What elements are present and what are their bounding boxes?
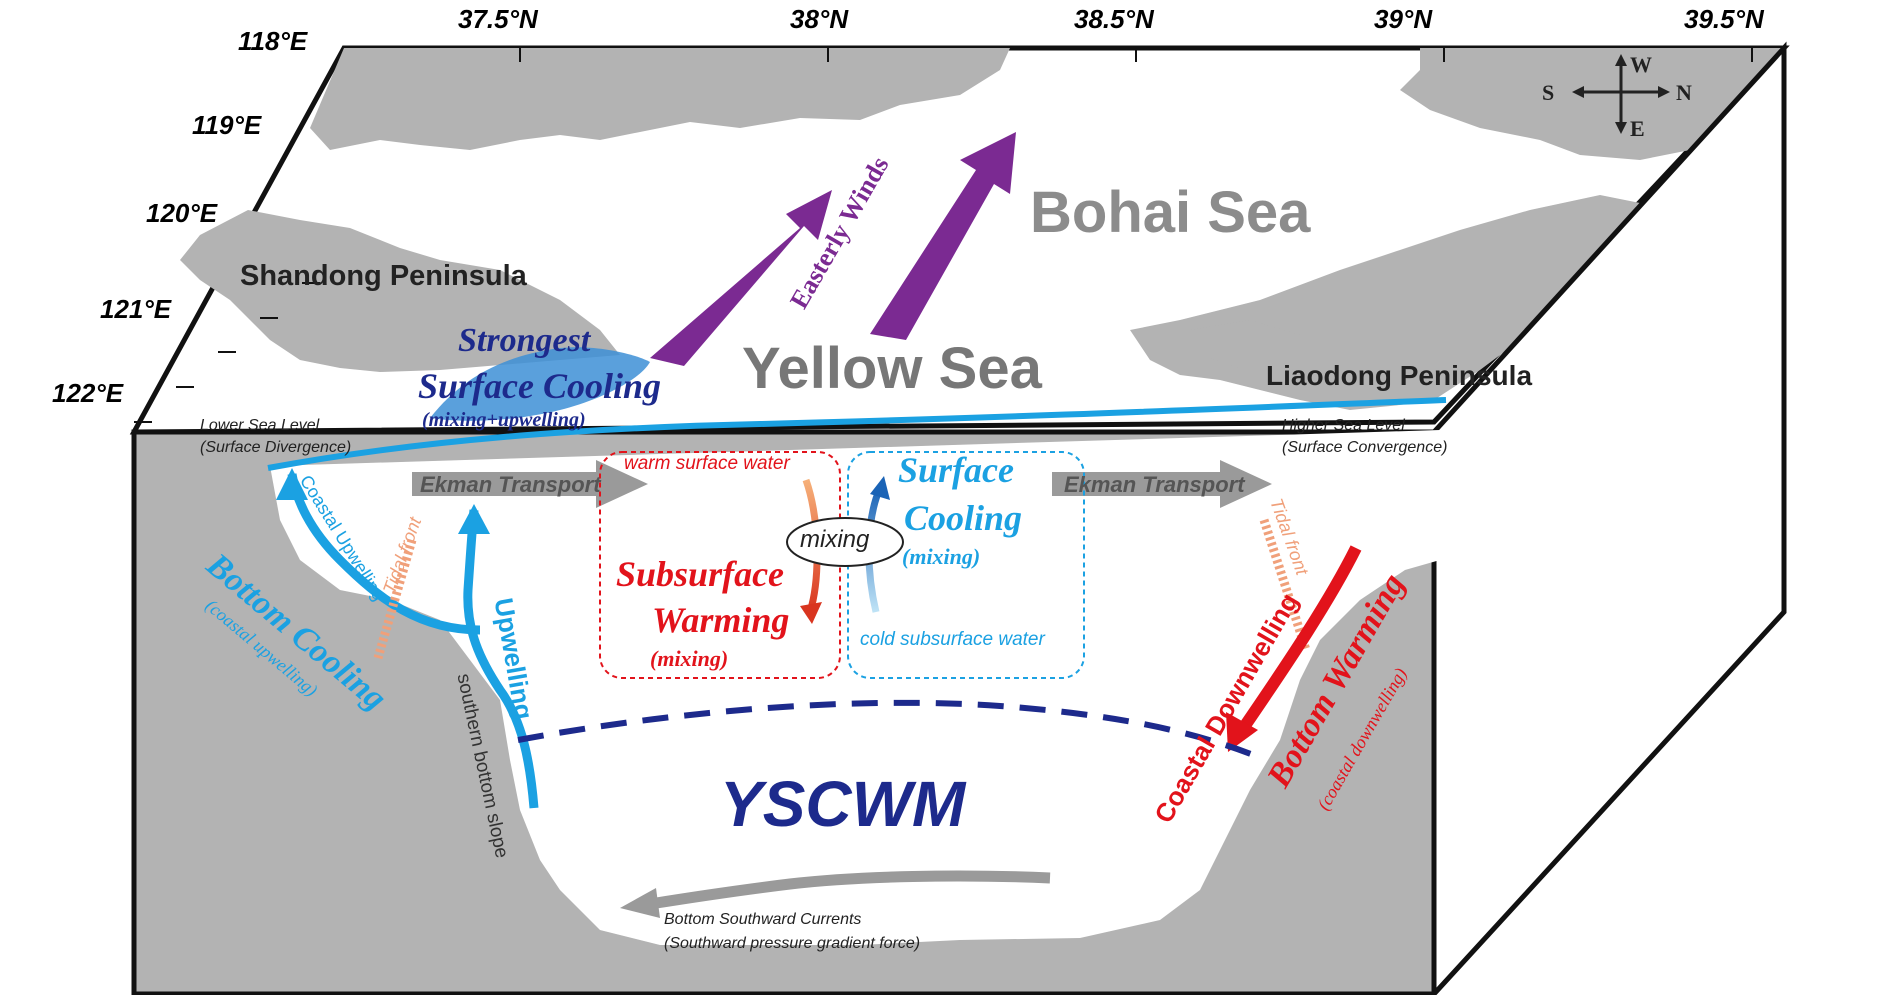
easterly-wind-arrows bbox=[650, 132, 1016, 366]
subsurface-label: Subsurface bbox=[616, 554, 785, 594]
ekman-right-label: Ekman Transport bbox=[1064, 472, 1245, 497]
compass-w: W bbox=[1630, 52, 1652, 77]
strongest-label: Strongest bbox=[458, 322, 591, 359]
ekman-left-label: Ekman Transport bbox=[420, 472, 601, 497]
liaodong-label: Liaodong Peninsula bbox=[1266, 360, 1533, 391]
yellow-sea-label: Yellow Sea bbox=[742, 336, 1042, 401]
coastal-upwelling-arrow bbox=[276, 468, 481, 635]
surface-cooling-patch bbox=[430, 347, 650, 421]
compass-icon bbox=[1572, 54, 1670, 134]
tidal-front-left bbox=[373, 538, 417, 660]
surface-label: Surface bbox=[898, 450, 1014, 490]
compass-s: S bbox=[1542, 80, 1555, 105]
cold-subsurface-label: cold subsurface water bbox=[860, 629, 1045, 650]
lat-label-38: 38°N bbox=[790, 4, 849, 34]
higher-sea-level-label: Higher Sea Level bbox=[1282, 417, 1405, 434]
surface-divergence-label: (Surface Divergence) bbox=[200, 439, 352, 456]
northern-land bbox=[310, 48, 1010, 150]
mixing-upwelling-note: (mixing+upwelling) bbox=[422, 409, 586, 431]
lat-label-38-5: 38.5°N bbox=[1074, 4, 1154, 34]
island-land bbox=[1190, 320, 1330, 370]
warming-box bbox=[599, 451, 841, 679]
surface-convergence-label: (Surface Convergence) bbox=[1282, 439, 1448, 456]
surface-cooling-label: Surface Cooling bbox=[418, 366, 662, 406]
lon-label-120: 120°E bbox=[146, 198, 218, 228]
shandong-peninsula-land bbox=[180, 210, 620, 372]
tidal-front-right bbox=[1259, 518, 1311, 652]
coastal-downwelling-arrow bbox=[1226, 545, 1362, 752]
lon-label-119: 119°E bbox=[192, 110, 262, 140]
pressure-gradient-label: (Southward pressure gradient force) bbox=[664, 935, 921, 952]
shandong-label: Shandong Peninsula bbox=[240, 260, 527, 292]
ekman-arrow-right bbox=[1052, 460, 1272, 508]
bohai-sea-label: Bohai Sea bbox=[1030, 180, 1311, 245]
bottom-currents-label: Bottom Southward Currents bbox=[664, 911, 862, 928]
warm-surface-label: warm surface water bbox=[624, 453, 790, 474]
lower-sea-level-label: Lower Sea Level bbox=[200, 417, 320, 434]
lon-label-122: 122°E bbox=[52, 378, 124, 408]
mixing-label: mixing bbox=[800, 526, 870, 553]
sea-surface-line bbox=[267, 397, 1447, 471]
lat-label-37-5: 37.5°N bbox=[458, 4, 538, 34]
mixing-ellipse bbox=[786, 517, 904, 567]
yscwm-boundary bbox=[517, 699, 1258, 759]
yscwm-label: YSCWM bbox=[720, 768, 966, 840]
lat-label-39-5: 39.5°N bbox=[1684, 4, 1764, 34]
cooling-label: Cooling bbox=[904, 498, 1023, 538]
lat-label-39: 39°N bbox=[1374, 4, 1433, 34]
ekman-arrow-left bbox=[412, 460, 648, 508]
compass-e: E bbox=[1630, 116, 1645, 141]
upwelling-arrow bbox=[458, 504, 539, 809]
northeast-land bbox=[1400, 48, 1784, 160]
subsurface-warming-note: (mixing) bbox=[650, 646, 729, 671]
surface-cooling-note: (mixing) bbox=[902, 544, 981, 569]
side-face bbox=[1431, 41, 1787, 995]
lon-label-118: 118°E bbox=[238, 26, 308, 56]
lon-label-121: 121°E bbox=[100, 294, 172, 324]
bottom-current-arrow bbox=[620, 870, 1051, 918]
water-cross-section bbox=[270, 430, 1440, 945]
warming-label: Warming bbox=[652, 600, 790, 640]
compass-n: N bbox=[1676, 80, 1692, 105]
